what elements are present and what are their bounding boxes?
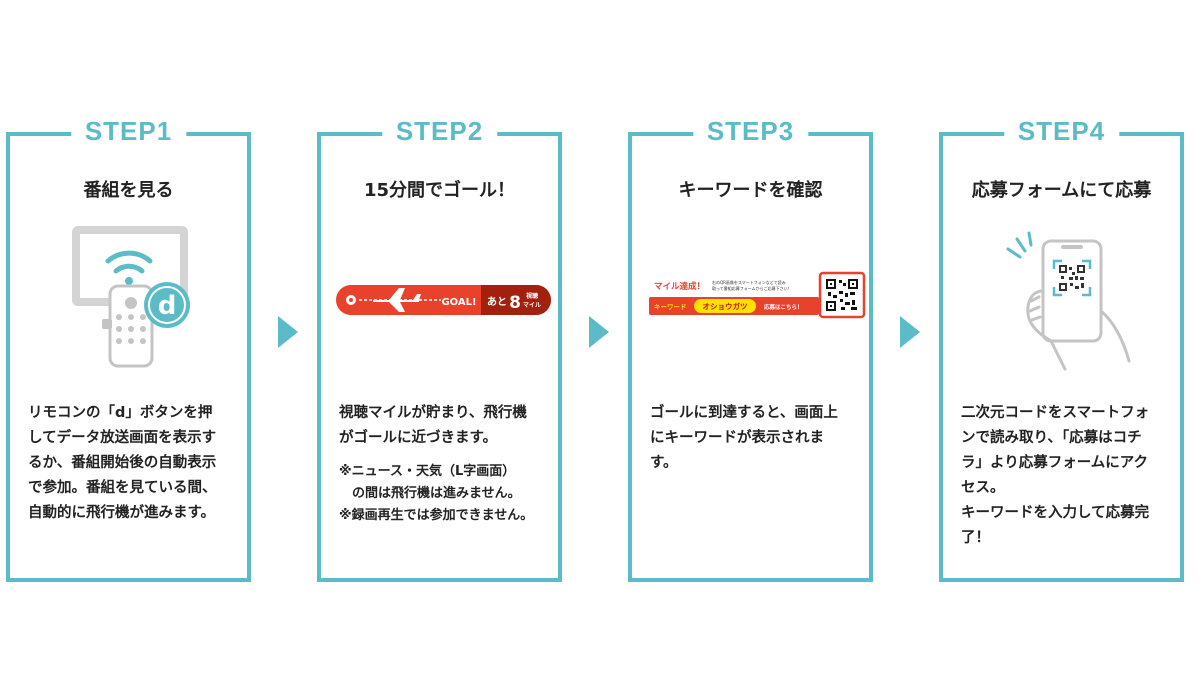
step-arrow-icon [900,316,920,348]
apply-here-link: 応募はこちら！ [764,303,803,311]
keyword-value: オショウガツ [703,301,748,311]
step1-label: STEP1 [70,116,187,147]
keyword-banner: マイル達成！ 右のQR画像をスマートフォンなどで読み 取って番組応募フォームから… [632,221,869,371]
step1-title: 番組を見る [83,180,174,201]
remaining-miles-number: 8 [509,293,521,313]
step3-card: STEP3 キーワードを確認 マイル達成！ 右のQR画像をスマートフォンなどで読… [628,116,873,582]
step3-title: キーワードを確認 [678,180,823,201]
qr-instruction-line2: 取って番組応募フォームからご応募下さい！ [712,285,792,291]
step4-label: STEP4 [1003,116,1120,147]
airplane-progress-icon: GOAL! あと 8 視聴 マイル [321,221,558,371]
step1-description: リモコンの「d」ボタンを押 してデータ放送画面を表示す るか、番組開始後の自動表… [28,405,217,521]
step3-label: STEP3 [692,116,809,147]
remaining-unit-line1: 視聴 [525,292,538,300]
smartphone-scan-icon [943,221,1180,371]
step2-label: STEP2 [381,116,498,147]
step4-card: STEP4 応募フォームにて応募 二次元コードをスマートフォ ンで読み取り、「応 [939,116,1184,582]
remaining-prefix: あと [487,295,507,308]
goal-label: GOAL! [441,297,476,308]
step4-title: 応募フォームにて応募 [971,180,1152,201]
step2-notes: ※ニュース・天気（L字画面） の間は飛行機は進みません。 ※録画再生では参加でき… [339,464,534,523]
qr-instruction-line1: 右のQR画像をスマートフォンなどで読み [712,279,786,285]
step3-description: ゴールに到達すると、画面上 にキーワードが表示されま す。 [650,405,838,471]
step2-card: STEP2 15分間でゴール！ GOAL! あと 8 視聴 マイル 視聴マイルが… [317,116,562,582]
step2-title: 15分間でゴール！ [363,180,516,201]
tv-remote-d-button-icon: d [10,221,247,371]
qr-code-icon [826,279,858,311]
step-arrow-icon [589,316,609,348]
step4-description: 二次元コードをスマートフォ ンで読み取り、「応募はコチ ラ」より応募フォームにア… [961,405,1150,546]
achievement-label: マイル達成！ [654,281,705,292]
d-button-letter: d [158,291,177,321]
keyword-label: キーワード [654,303,687,311]
step-arrow-icon [278,316,298,348]
remaining-unit-line2: マイル [523,302,541,309]
step1-card: STEP1 番組を見る d リモコンの「d」ボタンを押 してデータ放送画面を表示… [6,116,251,582]
step2-description: 視聴マイルが貯まり、飛行機 がゴールに近づきます。 [339,405,527,446]
